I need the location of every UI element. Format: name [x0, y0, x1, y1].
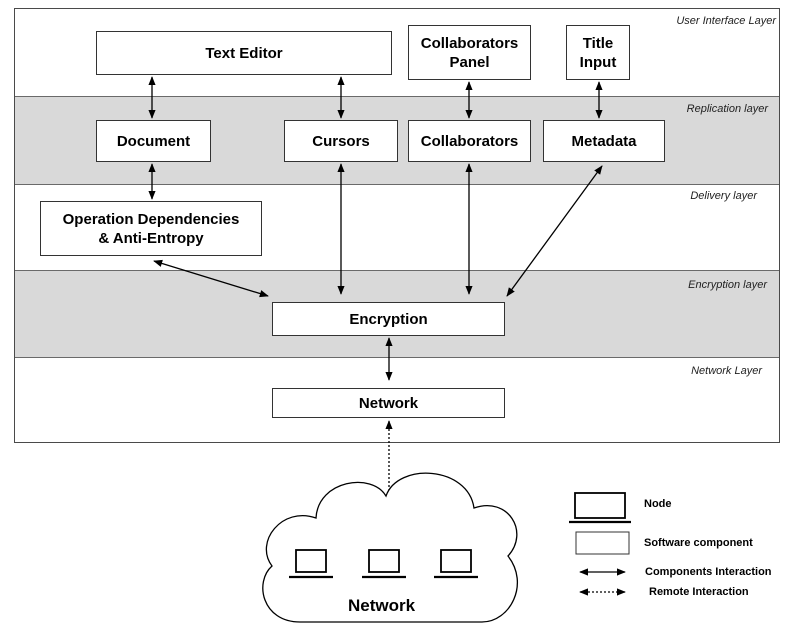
title-input-label-line1: Title [582, 34, 614, 52]
layer-divider [14, 270, 780, 271]
collaborators-box: Collaborators [408, 120, 531, 162]
cursors-label: Cursors [312, 132, 370, 150]
metadata-label: Metadata [571, 132, 637, 150]
title-input-box: Title Input [566, 25, 630, 80]
laptop-icon [295, 549, 327, 573]
encryption-box: Encryption [272, 302, 505, 336]
operation-dependencies-box: Operation Dependencies & Anti-Entropy [40, 201, 262, 256]
layer-label-network: Network Layer [691, 365, 762, 377]
collaborators-label: Collaborators [420, 132, 519, 150]
layer-divider [14, 184, 780, 185]
metadata-box: Metadata [543, 120, 665, 162]
collaborators-panel-box: Collaborators Panel [408, 25, 531, 80]
network-label: Network [358, 394, 419, 412]
legend-node-icon [574, 492, 626, 519]
layer-label-encryption: Encryption layer [688, 279, 767, 291]
laptop-icon [368, 549, 400, 573]
layer-divider [14, 357, 780, 358]
network-box: Network [272, 388, 505, 418]
document-label: Document [116, 132, 191, 150]
architecture-frame [14, 8, 780, 443]
operation-dependencies-label-line1: Operation Dependencies [62, 210, 240, 228]
layer-label-user-interface: User Interface Layer [676, 15, 776, 27]
laptop-icon [440, 549, 472, 573]
layer-label-delivery: Delivery layer [690, 190, 757, 202]
legend-node-label: Node [644, 498, 672, 510]
cursors-box: Cursors [284, 120, 398, 162]
legend-software-component-label: Software component [644, 537, 753, 549]
layer-label-replication: Replication layer [686, 103, 768, 115]
encryption-label: Encryption [349, 310, 428, 328]
legend-components-interaction-label: Components Interaction [645, 566, 772, 578]
legend-software-component-icon [575, 531, 630, 555]
document-box: Document [96, 120, 211, 162]
text-editor-box: Text Editor [96, 31, 392, 75]
collaborators-panel-label-line2: Panel [449, 53, 490, 71]
title-input-label-line2: Input [579, 53, 617, 71]
legend-remote-interaction-label: Remote Interaction [649, 586, 749, 598]
text-editor-label: Text Editor [205, 44, 283, 62]
operation-dependencies-label-line2: & Anti-Entropy [98, 229, 204, 247]
cloud-network-label: Network [348, 596, 416, 615]
layer-divider [14, 96, 780, 97]
collaborators-panel-label-line1: Collaborators [420, 34, 519, 52]
